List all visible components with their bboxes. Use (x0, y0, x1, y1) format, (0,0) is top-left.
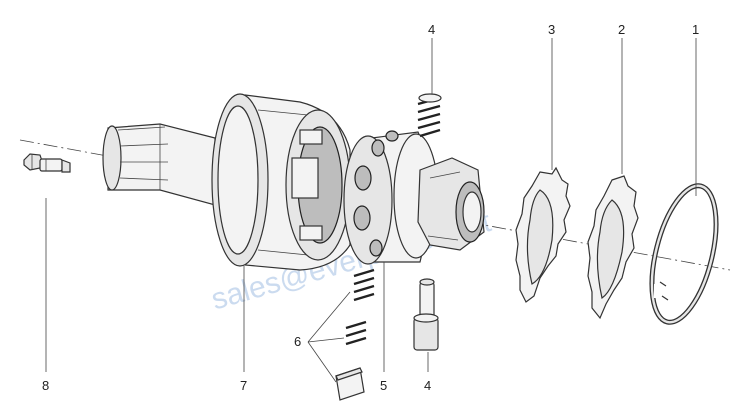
part-5-clutch-ring (343, 130, 485, 265)
leader-lines (45, 38, 697, 383)
callout-5: 5 (380, 378, 387, 393)
part-2-toothed-plate (587, 175, 639, 320)
part-3-toothed-plate (515, 166, 571, 303)
callout-8: 8 (42, 378, 49, 393)
callout-1: 1 (692, 22, 699, 37)
part-8-grease-nipple (23, 153, 71, 173)
part-7-housing (102, 93, 351, 271)
callout-6: 6 (294, 334, 301, 349)
callout-4-top: 4 (428, 22, 435, 37)
part-4-top-spring (417, 93, 442, 138)
part-1-snap-ring (649, 183, 719, 325)
callout-4-bottom: 4 (424, 378, 431, 393)
part-4-bottom-pin (413, 278, 439, 351)
callout-7: 7 (240, 378, 247, 393)
part-6-springs-and-shoe (335, 268, 375, 401)
callout-3: 3 (548, 22, 555, 37)
callout-2: 2 (618, 22, 625, 37)
